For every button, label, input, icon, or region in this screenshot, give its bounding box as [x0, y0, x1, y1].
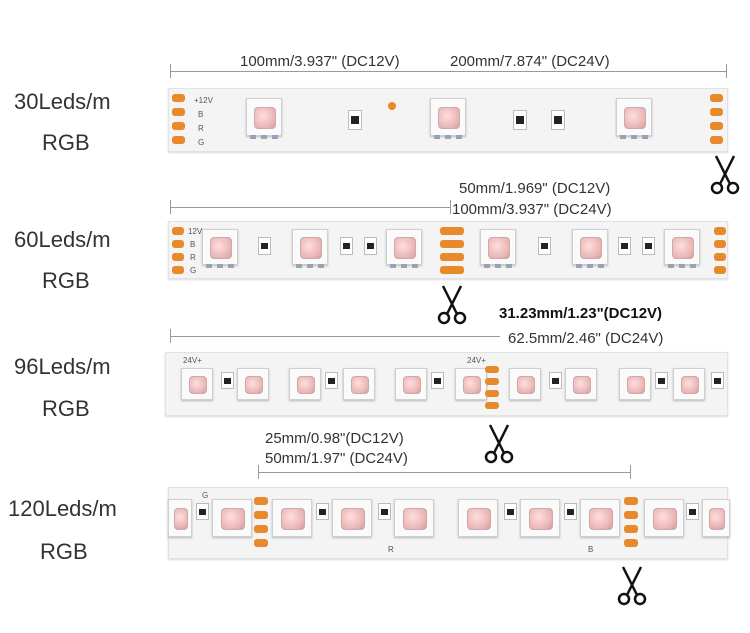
row3-resistor-6: [711, 372, 724, 389]
row2-resistor-6: [642, 237, 655, 255]
row3-pad-label-power: 24V+: [183, 356, 202, 365]
row2-dim-24v: 100mm/3.937" (DC24V): [452, 201, 612, 218]
row3-dim-24v: 62.5mm/2.46" (DC24V): [508, 330, 664, 347]
row4-resistor-2: [316, 503, 329, 520]
row1-led-2: [430, 98, 466, 139]
row1-tick-right: [726, 64, 727, 78]
row4-resistor-6: [686, 503, 699, 520]
row3-pad-label-power-2: 24V+: [467, 356, 486, 365]
row2-tick-left: [170, 200, 171, 214]
row3-led-2: [237, 368, 269, 400]
row1-resistor-3: [551, 110, 565, 130]
row4-tick-left: [258, 465, 259, 479]
row2-resistor-5: [618, 237, 631, 255]
row2-pad-label-r: R: [190, 253, 196, 262]
row2-density: 60Leds/m: [14, 227, 111, 252]
row4-led-1: [168, 499, 192, 537]
row4-led-5: [394, 499, 434, 537]
row2-type: RGB: [42, 268, 90, 293]
row3-resistor-1: [221, 372, 234, 389]
row4-resistor-3: [378, 503, 391, 520]
row4-tick-right: [630, 465, 631, 479]
row1-density: 30Leds/m: [14, 89, 111, 114]
row3-density: 96Leds/m: [14, 354, 111, 379]
row3-led-4: [343, 368, 375, 400]
row1-type: RGB: [42, 130, 90, 155]
row3-led-strip: 24V+ 24V+: [165, 352, 728, 416]
row2-led-3: [386, 229, 422, 268]
row2-led-1: [202, 229, 238, 268]
row3-led-10: [673, 368, 705, 400]
row1-resistor-2: [513, 110, 527, 130]
row3-led-8: [565, 368, 597, 400]
row2-led-strip: 12V B R G: [168, 221, 728, 279]
row4-dim-24v: 50mm/1.97" (DC24V): [265, 450, 408, 467]
scissors-icon: [484, 424, 514, 464]
row1-led-1: [246, 98, 282, 139]
row4-measure-line: [258, 472, 630, 473]
row2-led-5: [572, 229, 608, 268]
row2-resistor-1: [258, 237, 271, 255]
row1-tick-left: [170, 64, 171, 78]
row1-measure-line: [170, 71, 726, 72]
row1-resistor-1: [348, 110, 362, 130]
row1-dim-24v: 200mm/7.874" (DC24V): [450, 53, 610, 70]
row3-led-1: [181, 368, 213, 400]
row4-led-3: [272, 499, 312, 537]
row3-type: RGB: [42, 396, 90, 421]
row2-resistor-3: [364, 237, 377, 255]
row4-resistor-4: [504, 503, 517, 520]
row1-dim-12v: 100mm/3.937" (DC12V): [240, 53, 400, 70]
row3-led-5: [395, 368, 427, 400]
row3-resistor-5: [655, 372, 668, 389]
row2-tick-right: [450, 200, 451, 214]
scissors-icon: [710, 155, 740, 195]
row3-measure-line: [170, 336, 500, 337]
row4-dim-12v: 25mm/0.98"(DC12V): [265, 430, 404, 447]
row4-pad-label-r: R: [388, 545, 394, 554]
row2-resistor-2: [340, 237, 353, 255]
scissors-icon: [617, 566, 647, 606]
row2-pad-label-g: G: [190, 266, 197, 275]
row4-led-2: [212, 499, 252, 537]
row4-led-7: [520, 499, 560, 537]
row1-pad-label-power: +12V: [194, 96, 213, 105]
row1-pad-label-b: B: [198, 110, 204, 119]
row4-pad-label-g: G: [202, 491, 209, 500]
row4-led-strip: G R B: [168, 487, 730, 559]
row3-led-7: [509, 368, 541, 400]
row1-pad-label-r: R: [198, 124, 204, 133]
row3-dim-12v: 31.23mm/1.23"(DC12V): [499, 305, 663, 322]
row2-led-6: [664, 229, 700, 268]
row3-resistor-4: [549, 372, 562, 389]
row1-pad-label-g: G: [198, 138, 205, 147]
row2-led-4: [480, 229, 516, 268]
row3-led-9: [619, 368, 651, 400]
row4-density: 120Leds/m: [8, 496, 117, 521]
row2-led-2: [292, 229, 328, 268]
row4-led-8: [580, 499, 620, 537]
row4-resistor-5: [564, 503, 577, 520]
scissors-icon: [437, 285, 467, 325]
row2-pad-label-b: B: [190, 240, 196, 249]
row2-dim-12v: 50mm/1.969" (DC12V): [459, 180, 611, 197]
row2-pad-label-power: 12V: [188, 227, 203, 236]
row4-pad-label-b: B: [588, 545, 594, 554]
row1-led-3: [616, 98, 652, 139]
row4-led-4: [332, 499, 372, 537]
row1-led-strip: +12V B R G: [168, 88, 728, 152]
row4-led-9: [644, 499, 684, 537]
row2-resistor-4: [538, 237, 551, 255]
row2-measure-line: [170, 207, 450, 208]
row3-resistor-2: [325, 372, 338, 389]
row3-tick-left: [170, 329, 171, 343]
row4-resistor-1: [196, 503, 209, 520]
row4-led-6: [458, 499, 498, 537]
row3-led-6: [455, 368, 487, 400]
row3-resistor-3: [431, 372, 444, 389]
row4-type: RGB: [40, 539, 88, 564]
row4-led-10: [702, 499, 730, 537]
row3-led-3: [289, 368, 321, 400]
